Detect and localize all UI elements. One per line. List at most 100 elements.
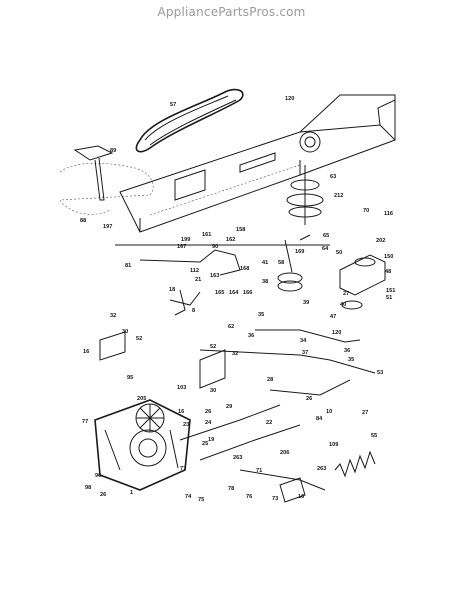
callout-36: 36 [248,333,254,339]
callout-165: 165 [215,290,224,296]
callout-89: 89 [110,148,116,154]
callout-26: 26 [100,492,106,498]
callout-74: 74 [185,494,192,500]
callout-199: 199 [181,237,190,243]
callout-38: 38 [262,279,268,285]
callout-73: 73 [272,496,278,502]
callout-50: 50 [336,250,342,256]
callout-52: 52 [136,336,142,342]
transaxle [94,399,191,491]
callout-164: 164 [229,290,239,296]
callout-116: 116 [384,211,393,217]
callout-51: 51 [386,295,392,301]
brake-rods [199,329,376,396]
callout-150: 150 [384,254,393,260]
callout-27: 27 [362,410,368,416]
left-fender-outline [59,162,154,215]
callout-151: 151 [386,288,395,294]
callout-32: 32 [110,313,116,319]
callout-10: 10 [326,409,332,415]
callout-19: 19 [208,437,214,443]
callout-36: 36 [344,348,350,354]
callout-90: 90 [212,244,218,250]
callout-77: 77 [82,419,88,425]
callout-202: 202 [376,238,385,244]
callout-22: 22 [266,420,272,426]
callout-1: 1 [130,490,133,496]
mount-bracket-left [99,331,126,361]
callout-65: 65 [323,233,329,239]
callout-206: 206 [280,450,289,456]
callout-30: 30 [122,329,128,335]
callout-23: 23 [183,422,189,428]
callout-120: 120 [332,330,341,336]
callout-62: 62 [228,324,234,330]
callout-169: 169 [295,249,304,255]
lower-linkage [179,404,326,491]
callout-16: 16 [178,409,184,415]
callout-98: 98 [85,485,91,491]
callout-28: 28 [267,377,273,383]
callout-16: 16 [83,349,89,355]
callout-26: 26 [306,396,312,402]
callout-78: 78 [228,486,234,492]
callout-34: 34 [300,338,307,344]
spring [334,450,376,478]
callout-163: 163 [210,273,219,279]
callout-77: 77 [180,466,186,472]
callout-53: 53 [377,370,383,376]
callout-70: 70 [363,208,369,214]
callout-95: 95 [127,375,133,381]
callout-26: 26 [205,409,211,415]
callout-35: 35 [348,357,354,363]
callout-71: 71 [256,468,262,474]
callout-212: 212 [334,193,343,199]
lower-bracket [279,477,306,503]
pedal-assembly [73,145,114,201]
callout-40: 40 [340,302,346,308]
callout-21: 21 [195,277,201,283]
callout-16: 16 [298,494,304,500]
callout-35: 35 [258,312,264,318]
callout-25: 25 [202,441,208,447]
callout-167: 167 [177,244,186,250]
callout-161: 161 [202,232,211,238]
shift-linkage [115,244,330,316]
callout-labels: 57 120 89 63 212 70 116 88 197 158 161 1… [80,96,395,503]
callout-88: 88 [80,218,86,224]
callout-263: 263 [233,455,242,461]
callout-41: 41 [262,260,268,266]
callout-27: 27 [343,291,349,297]
callout-263: 263 [317,466,326,472]
callout-29: 29 [226,404,232,410]
callout-57: 57 [170,102,176,108]
callout-81: 81 [125,263,131,269]
callout-197: 197 [103,224,112,230]
callout-112: 112 [190,268,199,274]
callout-32: 32 [232,351,238,357]
callout-55: 55 [371,433,377,439]
callout-162: 162 [226,237,235,243]
callout-48: 48 [385,269,391,275]
idler-bracket [339,254,386,310]
callout-75: 75 [198,497,204,503]
cooling-fan [135,403,165,433]
callout-47: 47 [330,314,336,320]
callout-205: 205 [137,396,146,402]
callout-52: 52 [210,344,216,350]
callout-120: 120 [285,96,294,102]
callout-84: 84 [316,416,323,422]
callout-158: 158 [236,227,245,233]
site-header: AppliancePartsPros.com [0,0,463,22]
callout-103: 103 [177,385,186,391]
callout-8: 8 [192,308,195,314]
callout-30: 30 [210,388,216,394]
site-watermark: AppliancePartsPros.com [157,5,306,19]
engine-pulley-stack [286,165,324,225]
callout-166: 166 [243,290,252,296]
callout-18: 18 [169,287,175,293]
callout-58: 58 [278,260,284,266]
callout-64: 64 [322,246,329,252]
callout-39: 39 [303,300,309,306]
